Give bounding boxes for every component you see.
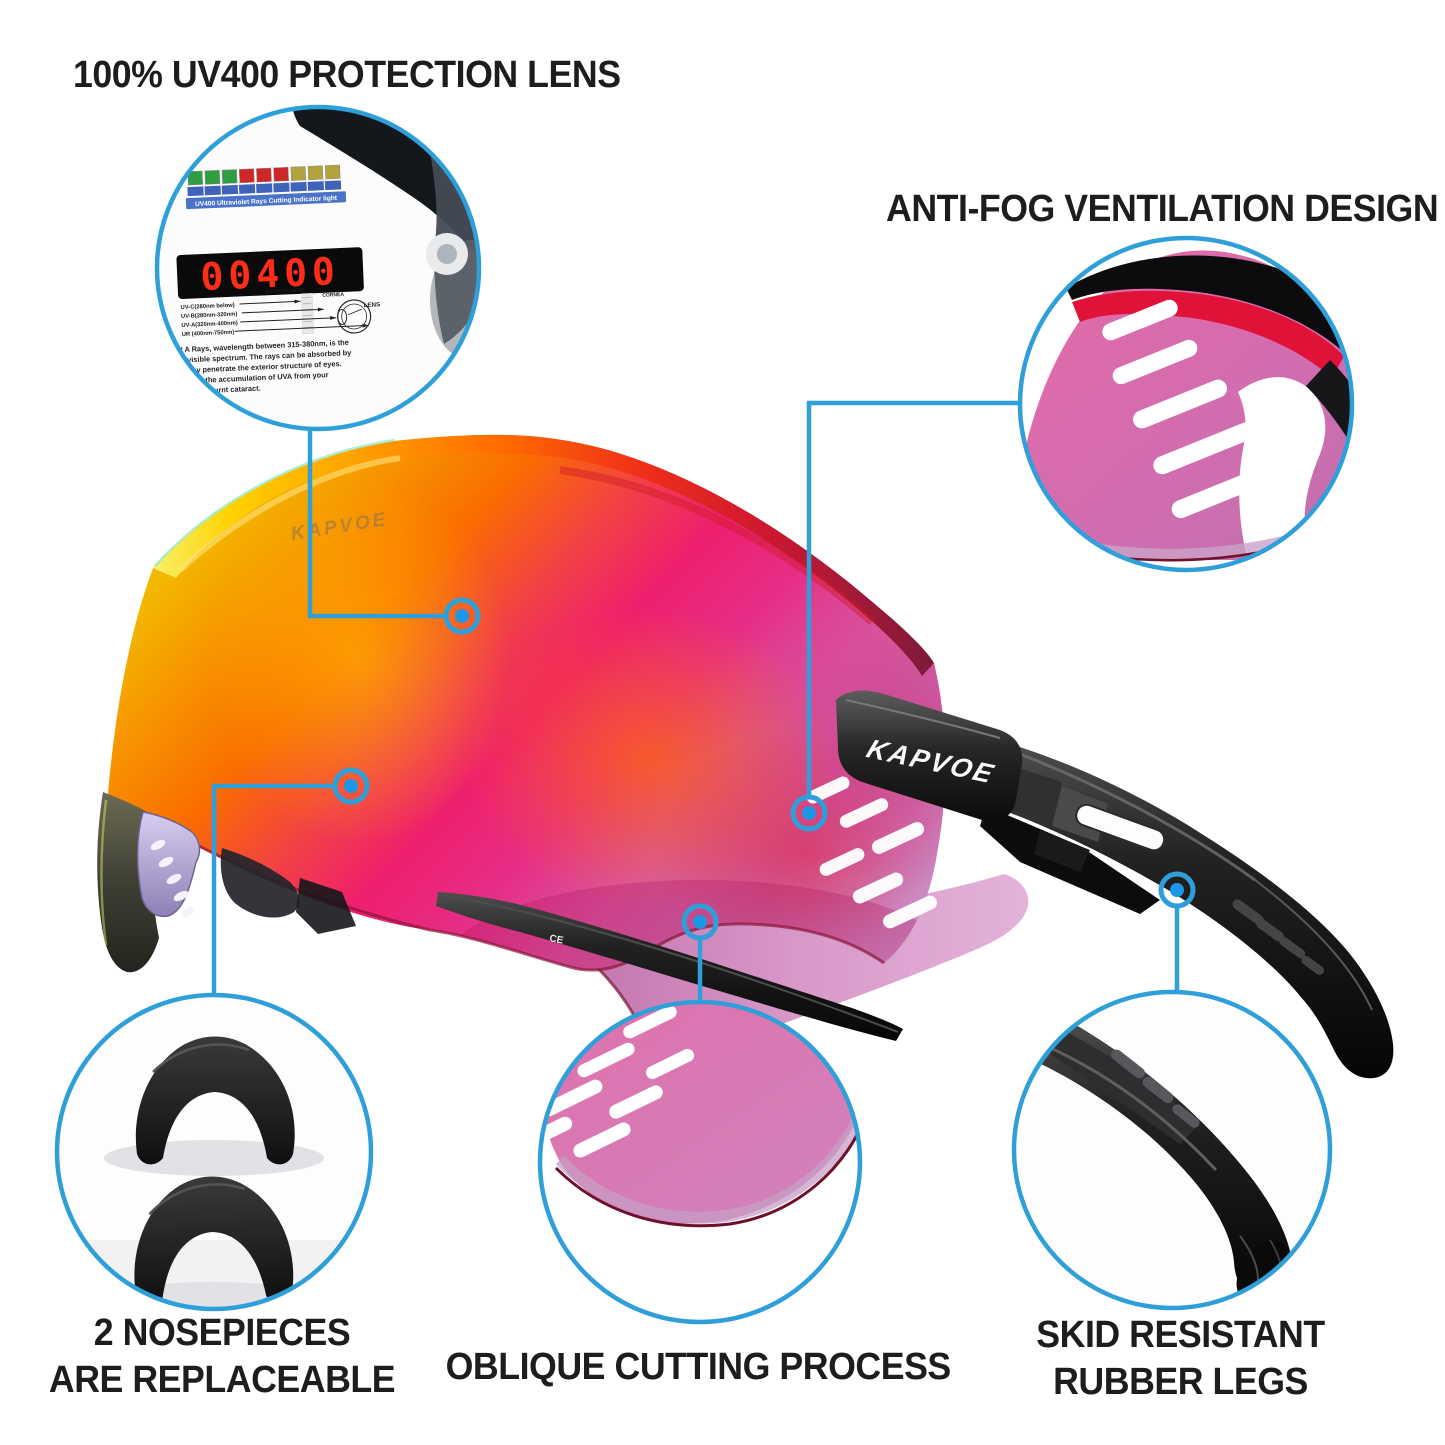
uv-diagram: OZONOSPHERE UV-C(280nm below) UV-B(280nm… [180, 288, 381, 338]
target-dot-antifog-icon [790, 794, 828, 832]
inset-skid [1011, 989, 1333, 1311]
connector-nosepieces [211, 783, 335, 995]
svg-text:UR (400nm-750nm): UR (400nm-750nm) [182, 330, 235, 338]
label-nosepieces-line2: ARE REPLACEABLE [48, 1359, 396, 1401]
temple-left-highlight [439, 894, 899, 1033]
brand-panel [836, 690, 1023, 822]
temple-left [436, 892, 903, 1041]
connector-antifog [806, 400, 1020, 797]
uv-indicator-squares [187, 164, 341, 186]
label-nosepieces-line1: 2 NOSEPIECES [93, 1312, 351, 1354]
uv-led-panel [176, 247, 364, 299]
antifog-vent-slots [1102, 299, 1285, 519]
label-skid-line2: RUBBER LEGS [1053, 1361, 1308, 1403]
svg-text:UV-C(280nm below): UV-C(280nm below) [180, 303, 234, 311]
label-skid: SKID RESISTANT RUBBER LEGS [971, 1312, 1389, 1406]
inset-ring-skid [1011, 989, 1333, 1311]
svg-text:CORNEA: CORNEA [322, 292, 344, 299]
svg-text:UV-A(320nm-400nm): UV-A(320nm-400nm) [181, 321, 238, 329]
connector-uv [307, 429, 446, 619]
label-nosepieces: 2 NOSEPIECES ARE REPLACEABLE [15, 1310, 429, 1404]
inset-oblique [537, 999, 863, 1325]
nose-bridge [220, 848, 299, 918]
inset-ring-uv [154, 104, 482, 432]
inset-nosepieces [54, 992, 374, 1312]
label-oblique: OBLIQUE CUTTING PROCESS [445, 1346, 952, 1388]
lens-band-red-streak [559, 466, 875, 626]
skid-slots [1111, 1049, 1200, 1128]
brand-panel-highlight [845, 699, 1001, 739]
uv-indicator-tabs [187, 180, 342, 197]
hinge-facet-3 [1034, 830, 1090, 872]
oblique-vent-slots [540, 1005, 695, 1158]
sunglasses: KAPVOE CE [97, 434, 1394, 1079]
inset-antifog [1017, 235, 1355, 573]
hinge-facet-1 [1012, 768, 1062, 824]
label-uv-protection: 100% UV400 PROTECTION LENS [73, 54, 621, 96]
temple-cert-mark: CE [548, 933, 564, 947]
svg-text:LENS: LENS [364, 301, 381, 309]
nosepiece-vent-holes [150, 839, 195, 917]
temple-ridges [1232, 899, 1325, 975]
uv-indicator-strip [185, 191, 347, 210]
lens-band-gold-line [177, 455, 401, 573]
uv-led-readout: 00400 [200, 249, 341, 299]
temple-tip-highlight [1254, 879, 1373, 1011]
nose-bridge-wedge [296, 878, 356, 934]
target-dot-uv-icon [443, 597, 481, 635]
inset-uv-tester: UV400 Ultraviolet Rays Cutting Indicator… [154, 104, 482, 432]
target-dot-skid-icon [1158, 871, 1196, 909]
lens-top-teal-edge [154, 438, 396, 567]
nosepiece-spare-1 [135, 1036, 295, 1165]
svg-text:UV-B(280nm-320nm): UV-B(280nm-320nm) [181, 312, 238, 320]
target-dot-oblique-icon [681, 903, 719, 941]
svg-text:OZONOSPHERE: OZONOSPHERE [265, 288, 305, 296]
target-dot-nosepieces-icon [332, 767, 370, 805]
lens-vent-slots [806, 776, 937, 929]
callout-connectors [211, 400, 1180, 1002]
callout-target-dots [332, 597, 1196, 941]
temple-right-highlight [1003, 746, 1256, 882]
temple-slot-hole [1075, 803, 1166, 852]
label-antifog: ANTI-FOG VENTILATION DESIGN [886, 188, 1439, 230]
nosepiece-spare-2 [134, 1176, 294, 1307]
wrap-highlight [100, 799, 108, 946]
label-skid-line1: SKID RESISTANT [1036, 1314, 1325, 1356]
